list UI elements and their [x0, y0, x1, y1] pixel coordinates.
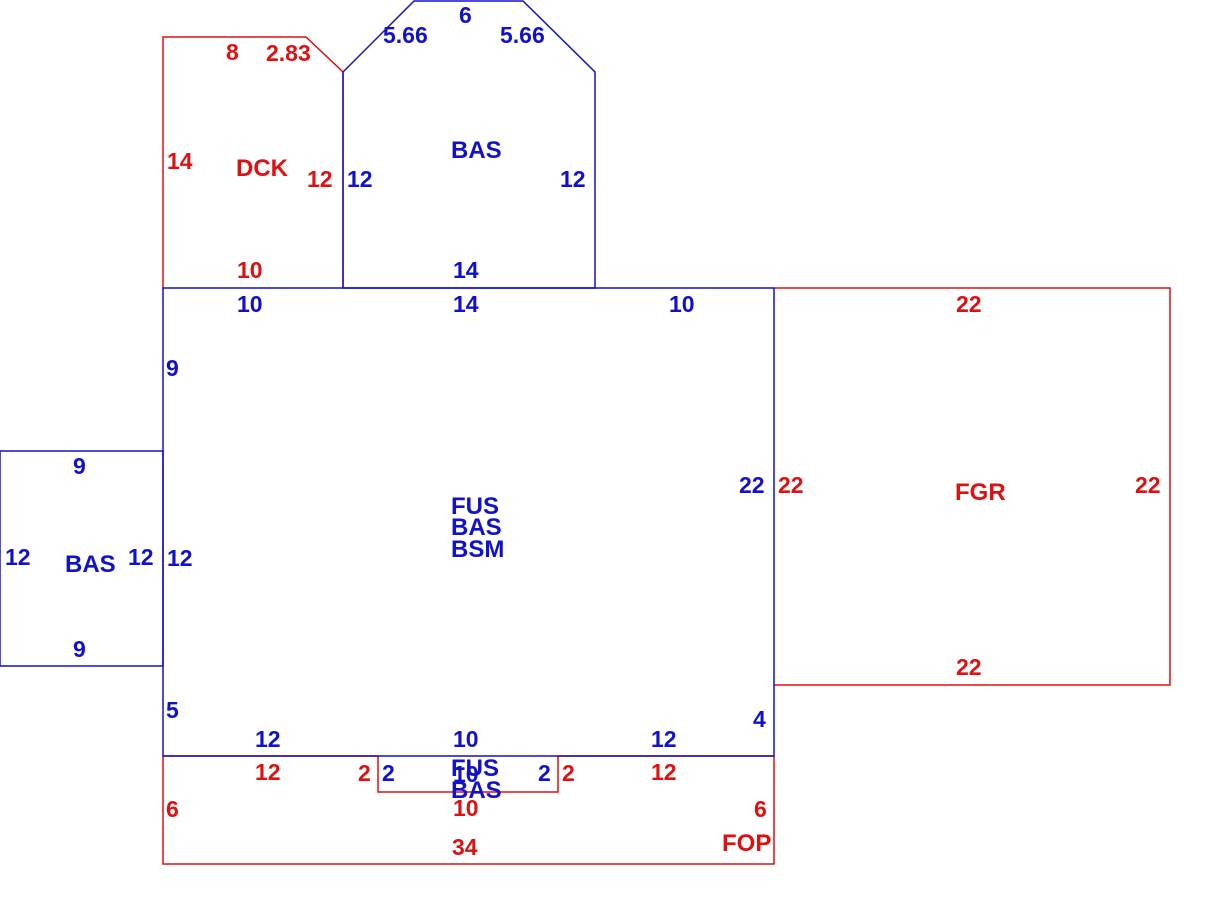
dck-dim-top: 8	[226, 39, 239, 65]
fop-dim-bay-left: 2	[358, 760, 371, 786]
main-label-fus: FUS	[451, 493, 499, 520]
dck-dim-left: 14	[167, 148, 193, 174]
fgr-dim-top: 22	[956, 291, 982, 317]
fop-dim-top-left: 12	[255, 759, 281, 785]
fgr-label: FGR	[955, 479, 1006, 506]
dck-dim-bottom: 10	[237, 257, 263, 283]
fop-dim-bay-bottom: 10	[453, 795, 479, 821]
fop-dim-bottom: 34	[452, 834, 478, 860]
main-dim-left-lower: 5	[166, 697, 179, 723]
bas-left-dim-top: 9	[73, 453, 86, 479]
bay-dim-center: 10	[453, 761, 479, 787]
fop-outline	[162, 756, 775, 865]
main-dim-top-center: 14	[453, 291, 479, 317]
main-dim-bottom-left: 12	[255, 726, 281, 752]
fgr-outline	[774, 287, 1171, 686]
bas-top-dim-left: 12	[347, 166, 373, 192]
bas-left-dim-left: 12	[5, 544, 31, 570]
bas-top-dim-right: 12	[560, 166, 586, 192]
fop-dim-bay-right: 2	[562, 760, 575, 786]
bas-top-label: BAS	[451, 137, 502, 164]
fgr-dim-bottom: 22	[956, 654, 982, 680]
main-dim-left-middle: 12	[167, 545, 193, 571]
bay-dim-right: 2	[538, 760, 551, 786]
main-label-bsm: BSM	[451, 536, 504, 563]
bas-left-dim-right: 12	[128, 544, 154, 570]
fgr-dim-right: 22	[1135, 472, 1161, 498]
main-outline	[162, 287, 775, 757]
bay-label-fus: FUS	[451, 755, 499, 782]
dck-dim-diagonal: 2.83	[266, 40, 311, 66]
fop-dim-left: 6	[166, 796, 179, 822]
bas-left-label: BAS	[65, 551, 116, 578]
main-dim-bottom-center: 10	[453, 726, 479, 752]
bay-dim-left: 2	[382, 760, 395, 786]
fop-dim-top-right: 12	[651, 759, 677, 785]
bas-top-dim-left-diagonal: 5.66	[383, 22, 428, 48]
bas-left-dim-bottom: 9	[73, 636, 86, 662]
main-dim-left-upper: 9	[166, 355, 179, 381]
fop-dim-right: 6	[754, 796, 767, 822]
main-dim-top-right: 10	[669, 291, 695, 317]
main-dim-right-upper: 22	[739, 472, 765, 498]
bay-label-bas: BAS	[451, 777, 502, 804]
main-dim-right-lower: 4	[753, 706, 766, 732]
fgr-dim-left: 22	[778, 472, 804, 498]
dck-dim-right: 12	[307, 166, 333, 192]
main-label-bas: BAS	[451, 514, 502, 541]
main-dim-bottom-right: 12	[651, 726, 677, 752]
bas-top-dim-right-diagonal: 5.66	[500, 22, 545, 48]
main-dim-top-left: 10	[237, 291, 263, 317]
dck-label: DCK	[236, 155, 289, 182]
bas-top-dim-bottom: 14	[453, 257, 479, 283]
fop-label: FOP	[722, 830, 771, 857]
bas-top-dim-top: 6	[459, 2, 472, 28]
